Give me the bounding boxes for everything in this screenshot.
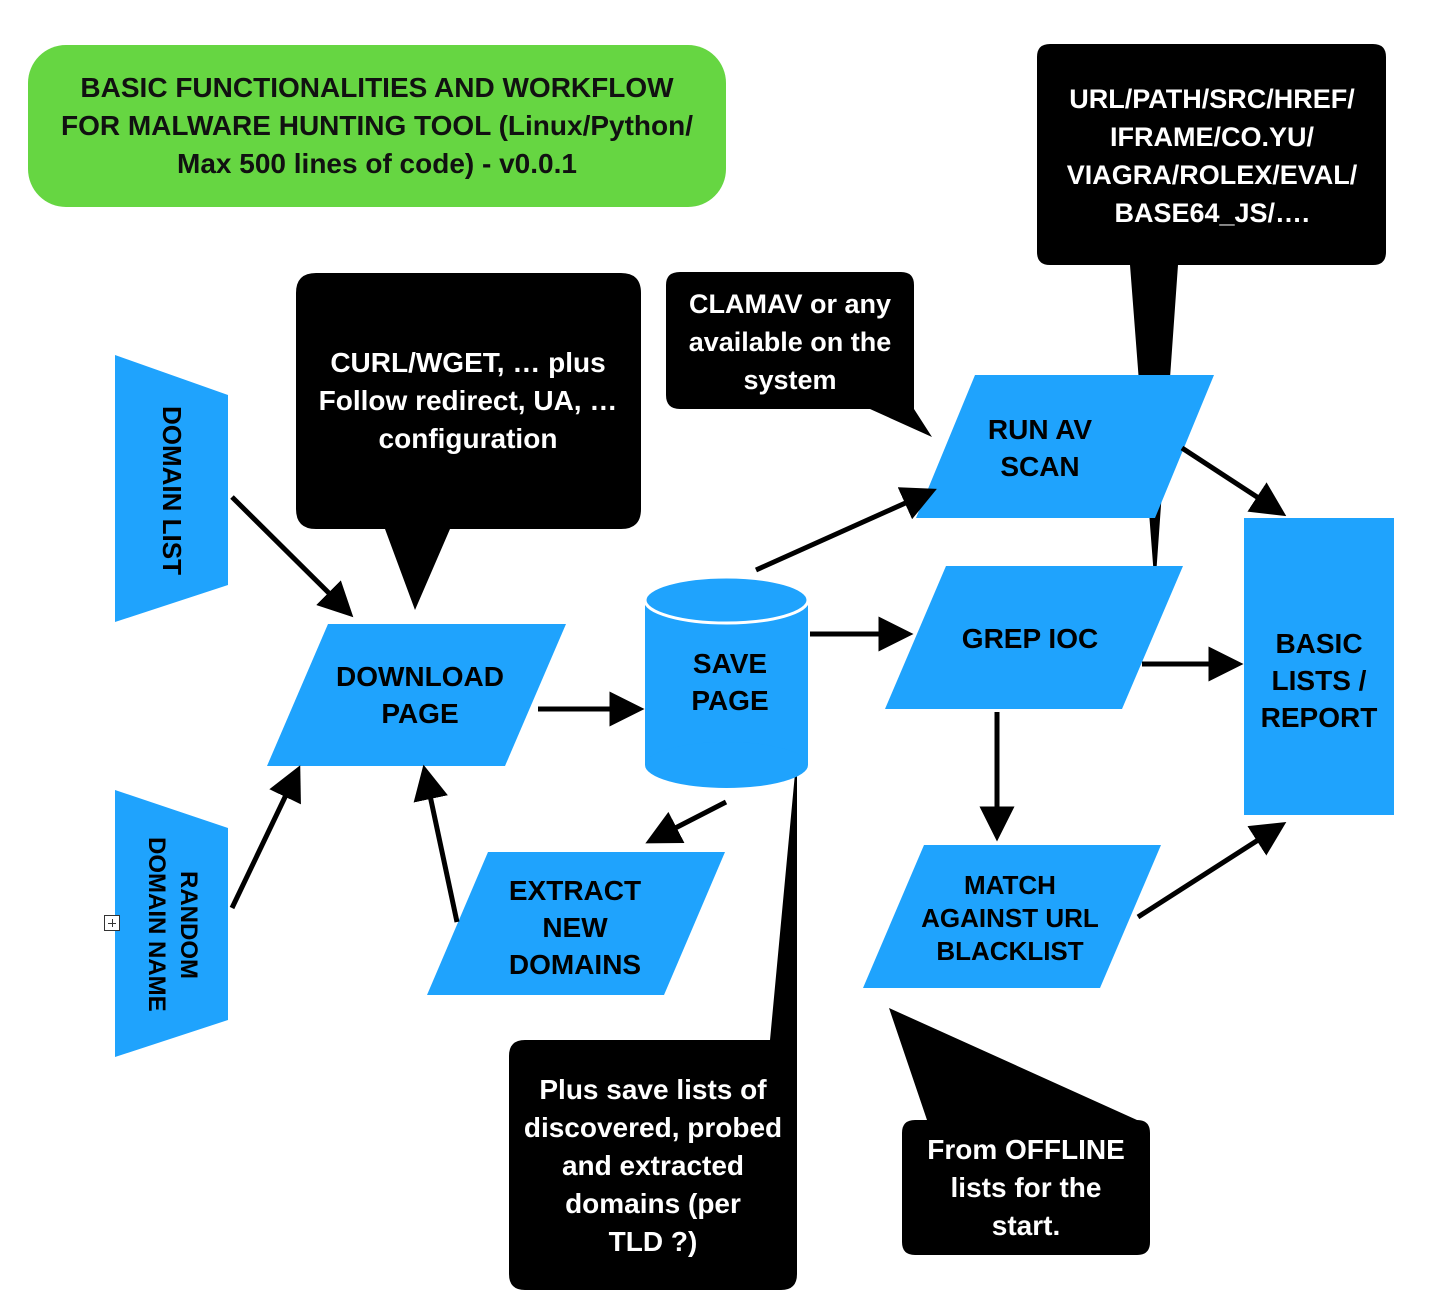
diagram-title: BASIC FUNCTIONALITIES AND WORKFLOW FOR M… <box>60 72 694 179</box>
random-domain-label: RANDOM DOMAIN NAME <box>143 837 202 1012</box>
grep-ioc-label: GREP IOC <box>961 622 1099 654</box>
arrow-extract-to-download <box>413 764 460 923</box>
grep-ioc-shape <box>885 566 1183 709</box>
extract-domains-shape <box>427 852 725 995</box>
download-page-label: DOWNLOAD PAGE <box>336 661 504 729</box>
callout-offline-bubble <box>889 1008 1150 1255</box>
download-page-shape <box>267 624 566 766</box>
arrow-domainlist-to-download <box>230 495 354 618</box>
callout-savelists-text: Plus save lists of discovered, probed an… <box>523 1074 783 1257</box>
callout-curl-text: CURL/WGET, … plus Follow redirect, UA, …… <box>318 347 618 454</box>
arrow-runav-to-report <box>1180 445 1287 517</box>
callout-ioc-text: URL/PATH/SRC/HREF/ IFRAME/CO.YU/ VIAGRA/… <box>1066 84 1358 228</box>
arrow-save-to-extract <box>645 799 728 844</box>
report-label: BASIC LISTS / REPORT <box>1260 627 1378 733</box>
match-blacklist-shape <box>863 845 1161 988</box>
plus-box-icon[interactable] <box>104 915 120 931</box>
arrow-save-to-runav <box>754 487 937 573</box>
arrow-match-to-report <box>1136 821 1287 920</box>
title-banner: BASIC FUNCTIONALITIES AND WORKFLOW FOR M… <box>28 45 726 207</box>
save-page-label: SAVE PAGE <box>691 648 769 716</box>
domain-list-label: DOMAIN LIST <box>157 405 187 575</box>
random-domain-shape <box>115 790 228 1057</box>
arrow-random-to-download <box>229 765 301 910</box>
callout-curl-bubble <box>296 273 641 610</box>
run-av-label: RUN AV SCAN <box>987 414 1093 482</box>
callout-clamav-bubble <box>666 272 932 437</box>
extract-domains-label: EXTRACT NEW DOMAINS <box>508 875 642 980</box>
callout-savelists-bubble <box>509 752 797 1290</box>
callout-clamav-text: CLAMAV or any available on the system <box>688 289 892 395</box>
run-av-shape <box>916 375 1214 518</box>
callout-offline-text: From OFFLINE lists for the start. <box>927 1134 1125 1241</box>
domain-list-shape <box>115 355 228 622</box>
match-blacklist-label: MATCH AGAINST URL BLACKLIST <box>921 869 1099 966</box>
save-page-shape <box>643 575 810 788</box>
report-shape <box>1244 518 1394 815</box>
callout-ioc-bubble <box>1037 44 1386 590</box>
